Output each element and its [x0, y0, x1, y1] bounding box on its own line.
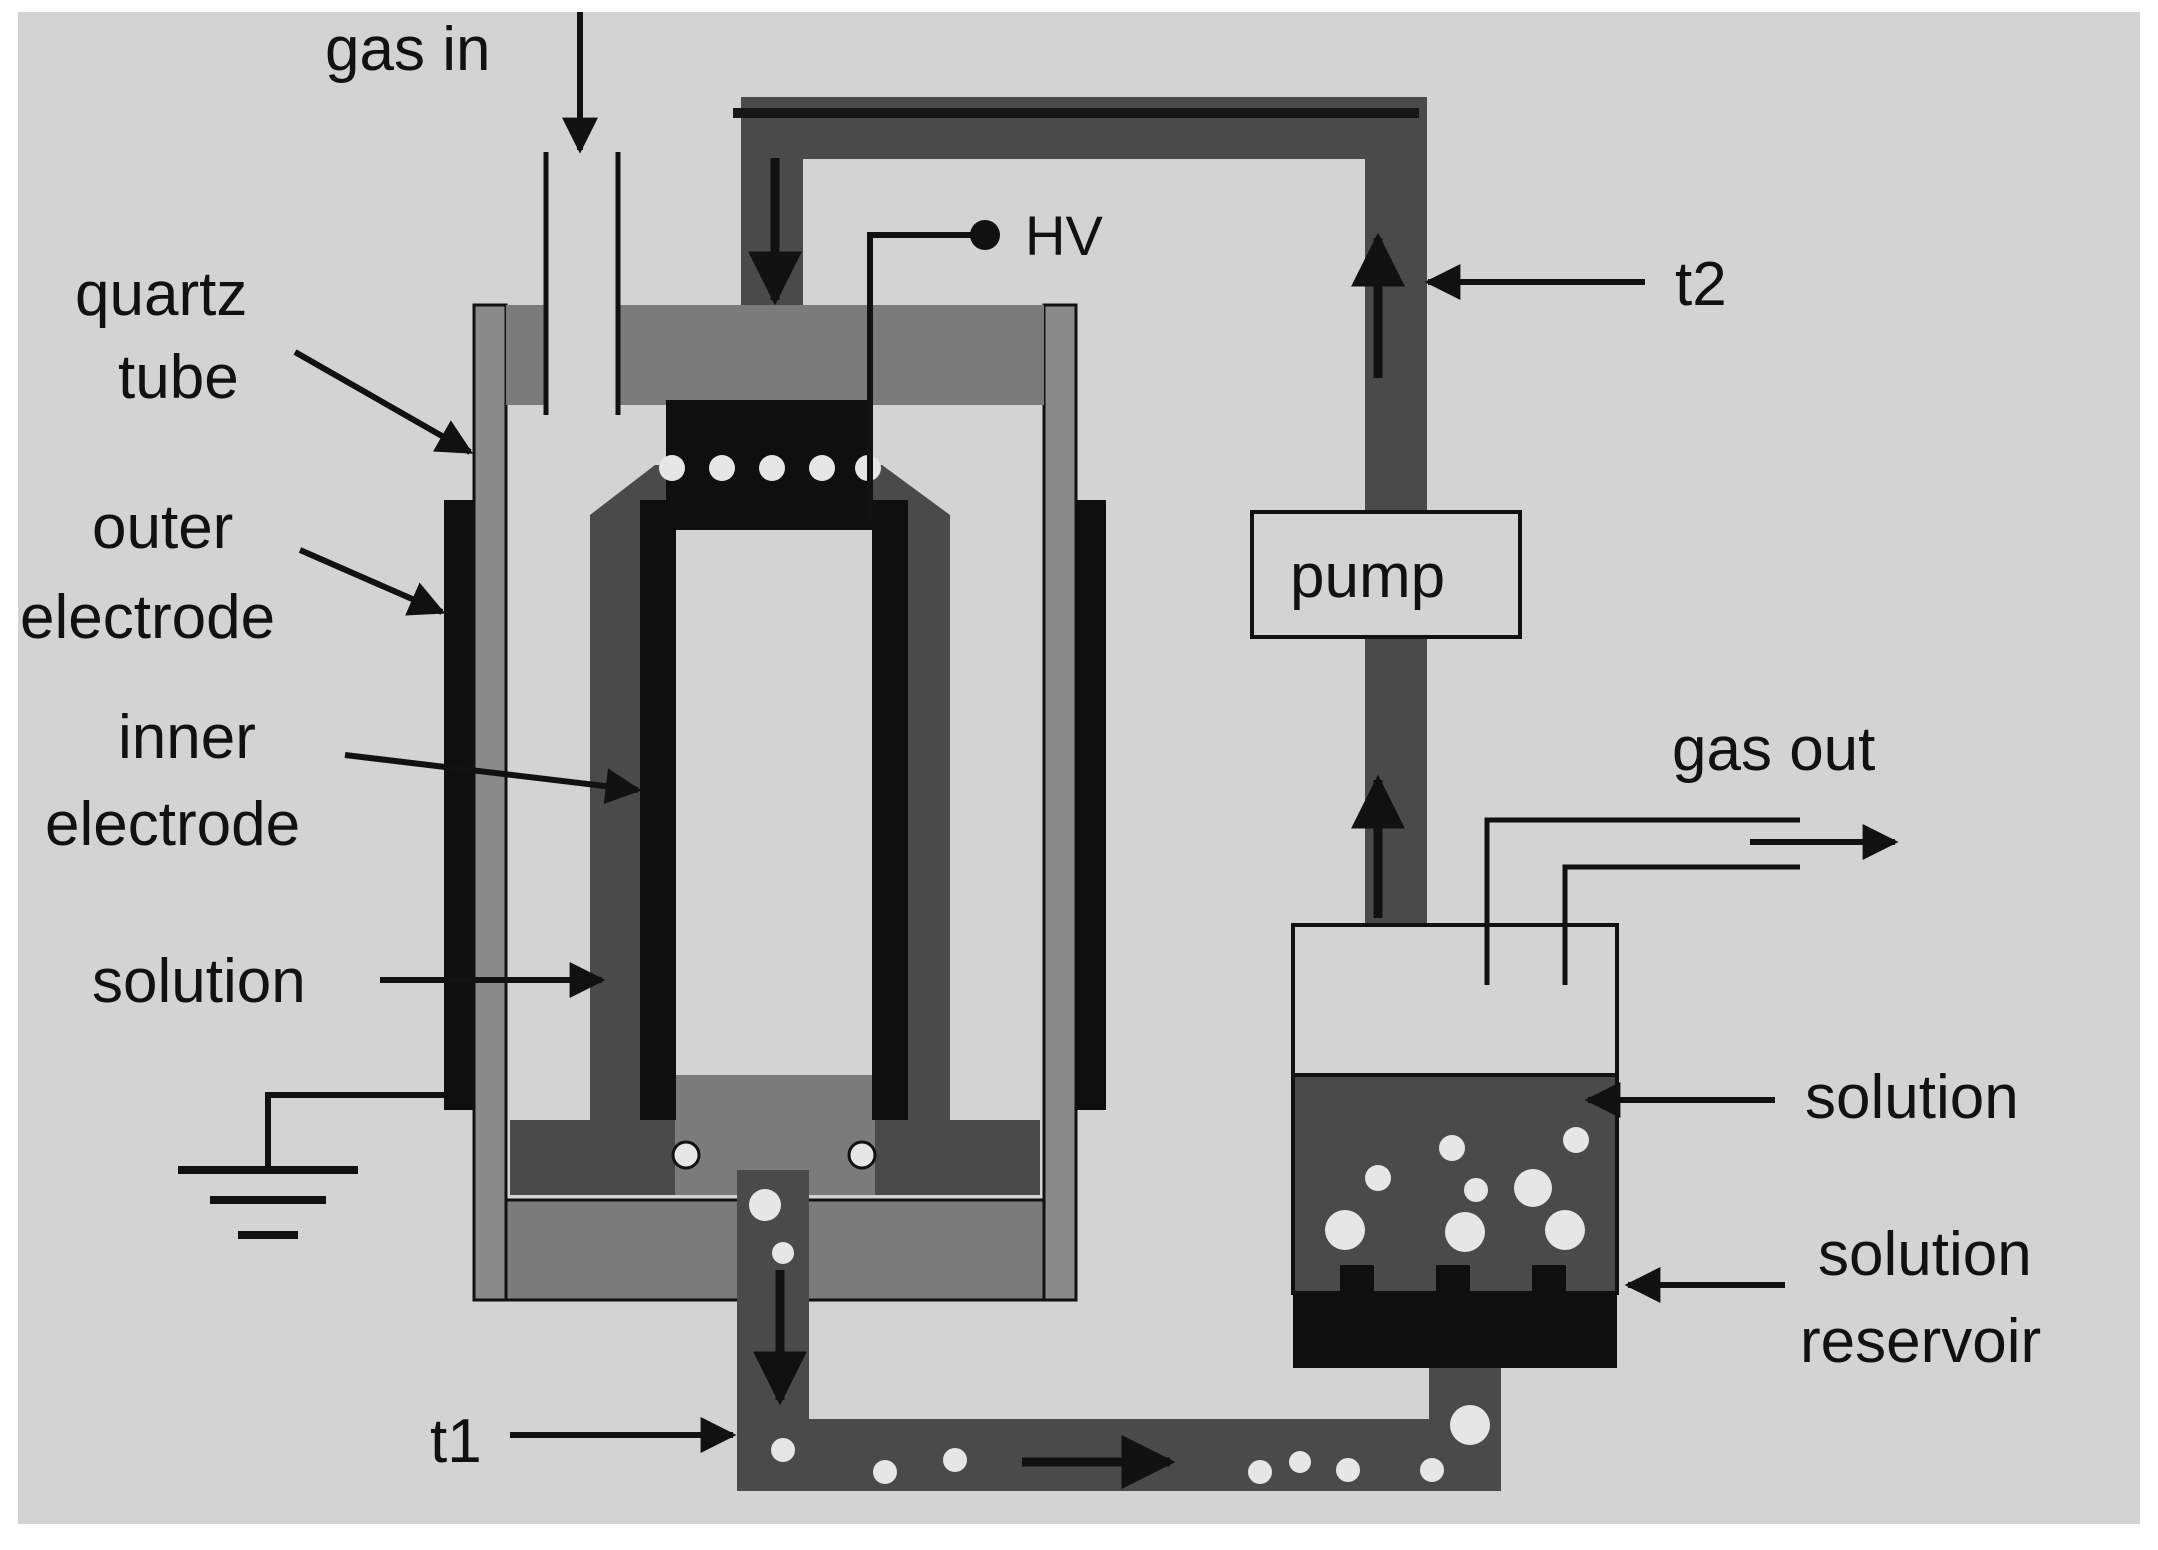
reservoir-base-tooth — [1340, 1265, 1374, 1295]
exit-hole — [847, 1140, 877, 1170]
distributor-hole — [709, 455, 735, 481]
exit-hole — [671, 1140, 701, 1170]
bubble — [1445, 1212, 1485, 1252]
reservoir-solution — [1291, 1073, 1619, 1295]
bottom-return-tube — [737, 1170, 1501, 1491]
gas-outlet-tube-outer — [1484, 817, 1800, 985]
hv-terminal — [970, 220, 1000, 250]
inner-electrode-core — [676, 530, 872, 1075]
top-flange-right — [618, 305, 1044, 405]
t2-label: t2 — [1675, 250, 1727, 319]
outer-electrode-right — [1076, 500, 1106, 1110]
gas-out-label: gas out — [1672, 715, 1875, 784]
bubble — [1289, 1451, 1311, 1473]
hv-label: HV — [1025, 204, 1103, 267]
solution-right-label: solution — [1805, 1063, 2019, 1132]
inner-electrode-pointer — [344, 752, 642, 805]
bubble — [1464, 1178, 1488, 1202]
inner-electrode-right — [872, 505, 908, 1120]
top-flange-left — [506, 305, 546, 405]
outer-electrode-label-line2: electrode — [20, 583, 275, 652]
solution-left-label: solution — [92, 947, 306, 1016]
distributor-hole — [759, 455, 785, 481]
pump-box — [1250, 510, 1522, 639]
outer-electrode-left — [444, 500, 474, 1110]
bubble — [1420, 1458, 1444, 1482]
reservoir-base-tooth — [1436, 1265, 1470, 1295]
return-tube-outline — [733, 108, 1419, 118]
quartz-tube-label-line2: tube — [118, 343, 239, 412]
reservoir-base-tooth — [1532, 1265, 1566, 1295]
pump-label: pump — [1290, 542, 1445, 611]
bubble — [772, 1242, 794, 1264]
bubble — [771, 1438, 795, 1462]
solution-reservoir-label-line1: solution — [1818, 1220, 2032, 1289]
hv-lead-wire — [867, 232, 985, 520]
t1-label: t1 — [430, 1407, 482, 1476]
outer-electrode-pointer — [298, 547, 446, 616]
bubble — [1439, 1135, 1465, 1161]
bubbles — [749, 1127, 1589, 1484]
distributor-hole — [659, 455, 685, 481]
bubble — [1365, 1165, 1391, 1191]
inner-electrode-label-line2: electrode — [45, 790, 300, 859]
outer-electrode-label-line1: outer — [92, 493, 233, 562]
bubble — [1325, 1210, 1365, 1250]
bubble — [1336, 1458, 1360, 1482]
bubble — [1545, 1210, 1585, 1250]
bubble — [1248, 1460, 1272, 1484]
reservoir-base — [1293, 1293, 1617, 1368]
gas-in-label: gas in — [325, 15, 490, 84]
bubble — [873, 1460, 897, 1484]
ground-wire — [265, 1092, 444, 1170]
solution-distributor — [666, 400, 872, 510]
reservoir-headspace — [1291, 923, 1619, 1077]
bubble — [1514, 1169, 1552, 1207]
bubble — [1450, 1405, 1490, 1445]
bubble — [943, 1448, 967, 1472]
quartz-tube-pointer — [293, 349, 474, 455]
inner-electrode-label-line1: inner — [118, 703, 256, 772]
quartz-tube-label-line1: quartz — [75, 260, 247, 329]
distributor-hole — [809, 455, 835, 481]
quartz-tube-right-wall — [1042, 303, 1078, 1302]
solution-reservoir-label-line2: reservoir — [1800, 1307, 2041, 1376]
inner-electrode-left — [640, 505, 676, 1120]
bubble — [749, 1189, 781, 1221]
quartz-tube-left-wall — [472, 303, 508, 1302]
gas-outlet-tube-inner — [1562, 864, 1800, 985]
bubble — [1563, 1127, 1589, 1153]
